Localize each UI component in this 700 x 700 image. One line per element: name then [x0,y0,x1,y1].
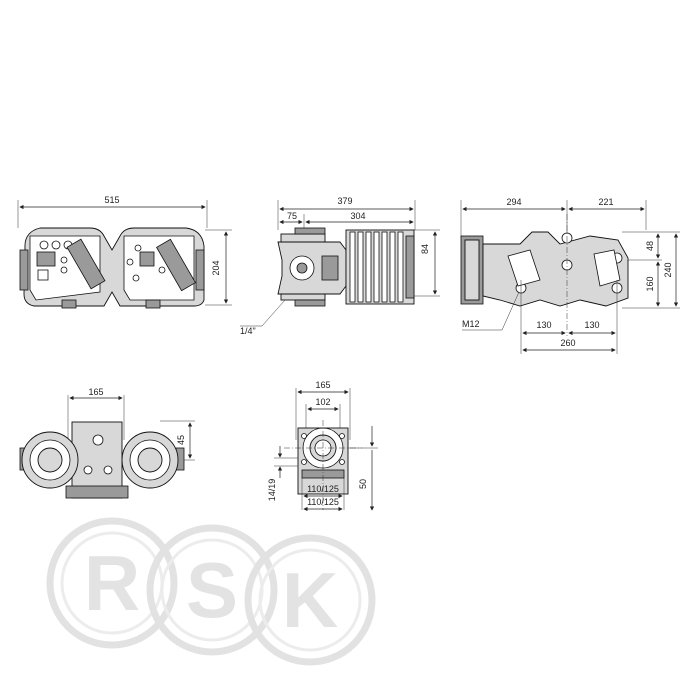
flange-bolt-b-label: 110/125 [307,497,339,507]
end-view: 294 221 48 160 240 130 130 260 [460,197,680,354]
side-left-label: 75 [287,211,297,221]
side-height-label: 84 [420,244,430,254]
end-half-left-label: 130 [536,320,551,330]
flange-bolt-a-label: 110/125 [307,484,339,494]
end-left-label: 294 [506,197,521,207]
flange-view: 165 102 110/125 110/125 14/19 [267,380,378,512]
rsk-watermark: R S K [46,517,376,666]
flange-hole-label: 14/19 [267,479,277,502]
front-height-label: 204 [211,260,221,275]
top-view: 165 45 [19,387,195,499]
watermark-letter-r: R [84,539,140,627]
top-height-label: 45 [176,435,186,445]
end-half-right-label: 130 [584,320,599,330]
flange-inner-label: 102 [315,397,330,407]
end-total-label: 260 [560,338,575,348]
top-width-label: 165 [88,387,103,397]
end-bolt-label: M12 [462,319,480,329]
end-height-label: 240 [663,262,673,277]
watermark-letter-s: S [186,546,238,634]
flange-height-label: 50 [358,479,368,489]
side-right-label: 304 [350,211,365,221]
front-view: 515 204 [17,195,232,309]
side-port-label: 1/4" [240,326,256,336]
front-width-label: 515 [104,195,119,205]
side-view: 379 75 304 84 1/4" [240,196,440,336]
flange-outer-label: 165 [315,380,330,390]
side-total-label: 379 [337,196,352,206]
end-mid-label: 160 [645,276,655,291]
end-top-label: 48 [645,241,655,251]
watermark-letter-k: K [282,556,338,644]
end-right-label: 221 [598,197,613,207]
